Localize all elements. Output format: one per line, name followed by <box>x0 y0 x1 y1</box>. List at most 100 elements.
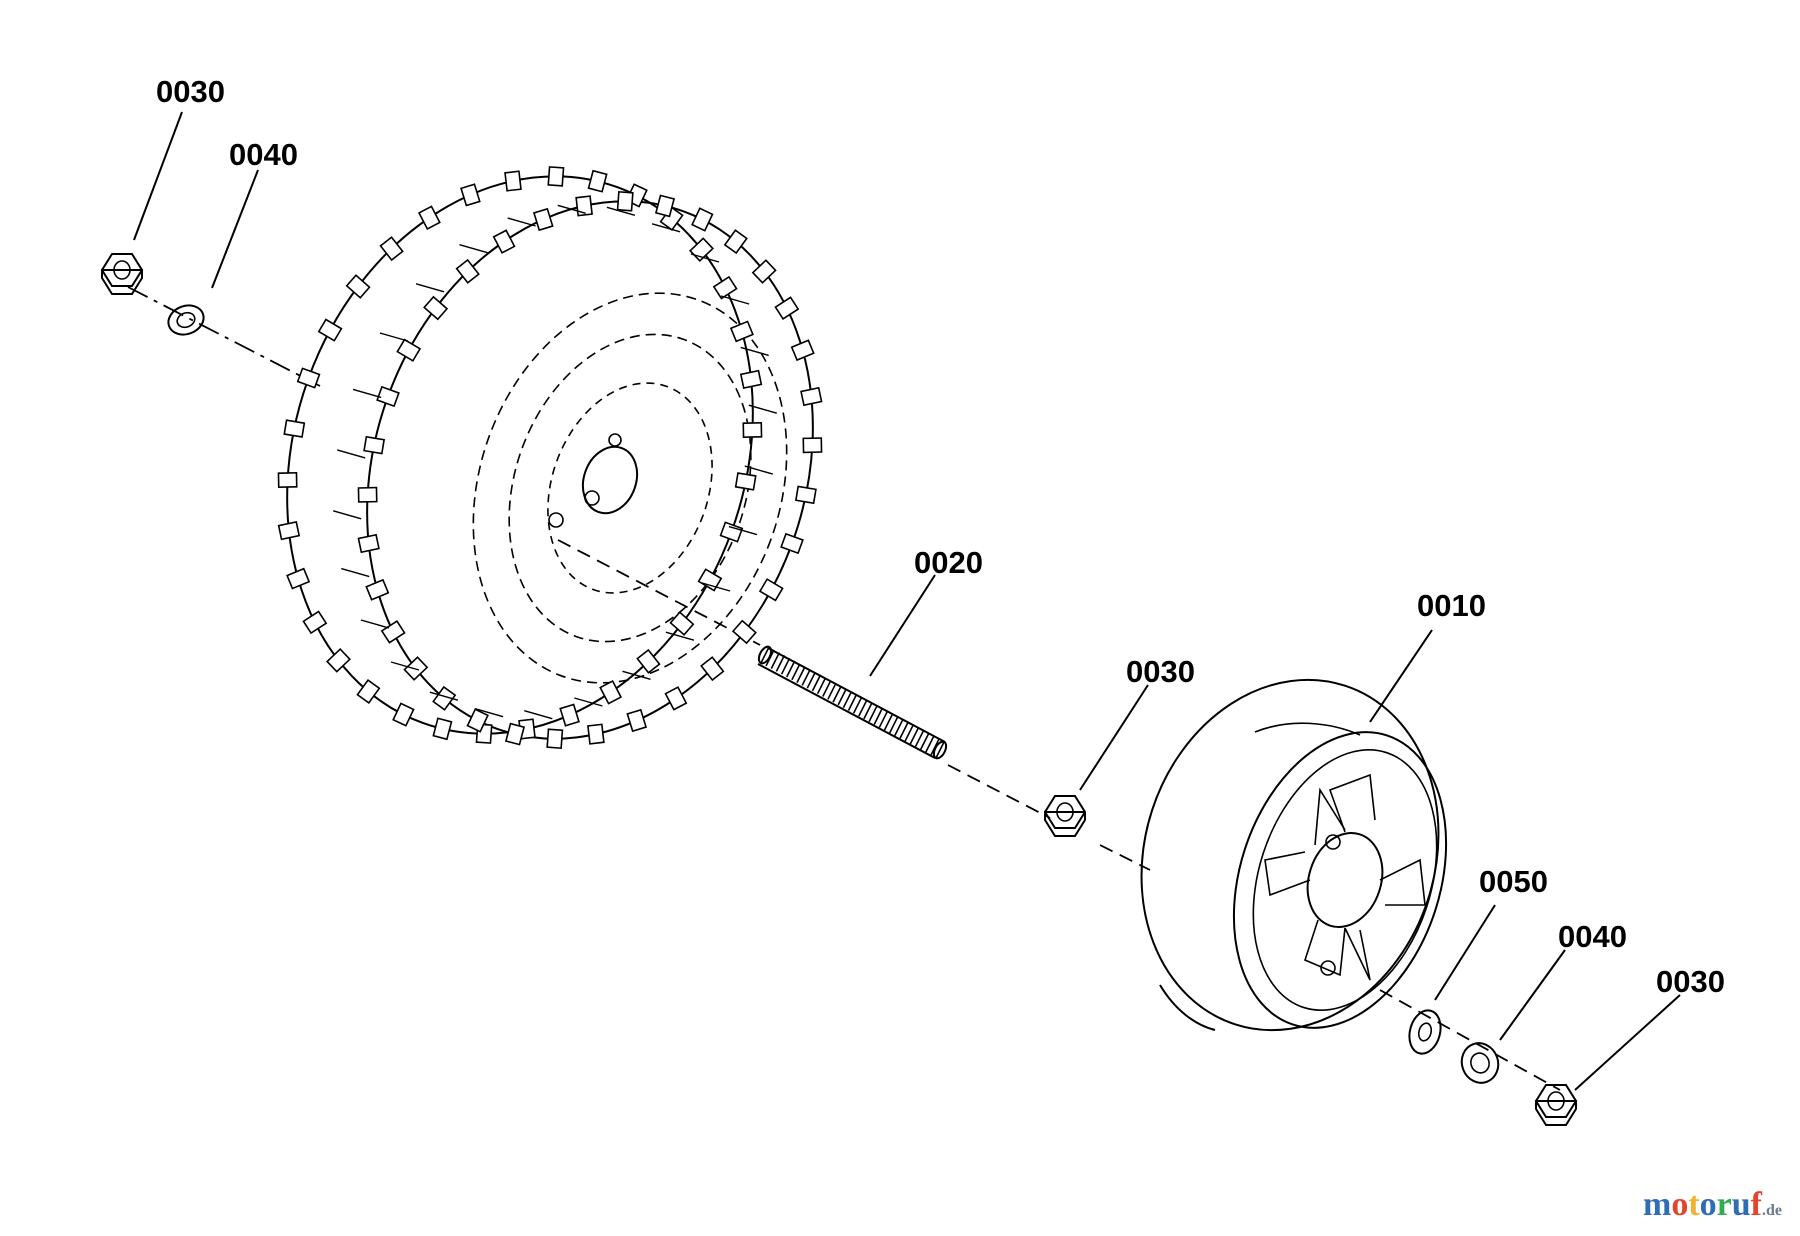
axle-thread <box>801 669 811 686</box>
tread-lug <box>380 620 406 644</box>
tread-lug <box>636 648 661 674</box>
tread-lug <box>286 567 311 590</box>
tread-bar <box>728 525 758 536</box>
axle-thread <box>842 691 853 709</box>
axle-thread <box>796 666 806 683</box>
tread-bar <box>352 388 382 399</box>
tread-lug <box>587 169 608 193</box>
axle-thread <box>847 694 858 711</box>
axle-thread <box>827 682 837 700</box>
tread-lug <box>800 386 823 407</box>
tread-lug <box>363 435 386 455</box>
tread-lug <box>504 722 526 746</box>
tread-lug <box>729 320 754 343</box>
tread-lug <box>616 190 634 212</box>
tread-lug <box>669 611 695 636</box>
flat-washer <box>1408 1009 1442 1055</box>
tread-lug <box>599 680 623 705</box>
tread-lug <box>417 205 441 230</box>
axle-thread <box>863 702 873 720</box>
wheel-hub <box>1140 678 1448 1032</box>
tread-bar <box>748 404 777 414</box>
tread-lug <box>739 369 763 390</box>
tread-lug <box>302 610 328 635</box>
tread-lug <box>357 486 378 503</box>
tread-lug <box>712 275 738 300</box>
tread-bar <box>557 204 586 214</box>
tread-lug <box>379 236 404 262</box>
axle-thread <box>909 727 920 745</box>
axle-thread <box>780 657 791 675</box>
tread-bar <box>415 283 445 293</box>
tread-lug <box>396 338 422 362</box>
axle-thread <box>765 649 775 667</box>
tread-bar <box>740 346 769 357</box>
callout-0030-nut-middle: 0030 <box>1126 654 1195 689</box>
tread-bar <box>341 567 370 578</box>
axle-thread <box>811 674 822 692</box>
axle-thread <box>858 699 868 717</box>
tread-bar <box>390 661 420 671</box>
tread-lug <box>559 703 580 727</box>
tread-bar <box>429 691 459 701</box>
tread-lug <box>356 678 381 705</box>
tread-bar <box>379 332 409 342</box>
threaded-axle <box>757 645 948 760</box>
axle-thread <box>822 680 832 697</box>
tread-lug <box>734 472 757 491</box>
callout-0040-washer-left: 0040 <box>229 137 298 172</box>
tread-bar <box>744 465 773 475</box>
axle-thread <box>894 719 904 736</box>
axle-thread <box>899 722 909 739</box>
tread-lug <box>277 471 298 489</box>
tread-bar <box>333 510 362 520</box>
tread-lug <box>547 166 565 187</box>
axle-thread <box>878 710 889 728</box>
tread-lug <box>691 207 714 232</box>
tread-lug <box>296 367 321 389</box>
callout-0050-flat-washer: 0050 <box>1479 864 1548 899</box>
callout-0040-washer-right: 0040 <box>1558 919 1627 954</box>
axle-thread <box>852 696 863 714</box>
watermark-logo: motoruf.de <box>1643 1186 1782 1223</box>
axle-thread <box>935 741 945 759</box>
tread-bar <box>690 253 720 263</box>
tread-lug <box>423 295 449 321</box>
lock-washer-right <box>1460 1042 1500 1084</box>
tread-bar <box>606 206 636 216</box>
tread-lug <box>575 195 593 217</box>
tread-lug <box>697 568 723 592</box>
axle-thread <box>791 663 801 681</box>
tread-lug <box>719 521 744 543</box>
axle-thread <box>760 646 770 664</box>
tread-lug <box>376 385 400 408</box>
tread-lug <box>723 229 748 255</box>
tire-wheel <box>277 166 823 750</box>
axle-thread <box>904 724 914 742</box>
tread-bar <box>360 619 390 629</box>
lock-washer-left <box>167 304 205 336</box>
leader-lines <box>133 111 1681 1091</box>
tread-lug <box>731 619 757 645</box>
tread-bar <box>665 631 695 641</box>
tread-lug <box>492 229 516 254</box>
callout-0030-nut-left: 0030 <box>156 74 225 109</box>
tread-lug <box>317 318 343 342</box>
tread-bar <box>459 244 488 254</box>
tread-lug <box>774 296 800 320</box>
tread-lug <box>504 170 522 192</box>
tread-lug <box>546 728 564 750</box>
tread-lug <box>758 578 784 602</box>
axle-thread <box>775 655 786 672</box>
tread-lug <box>751 259 777 284</box>
tread-lug <box>277 520 301 541</box>
callout-0030-nut-right: 0030 <box>1656 964 1725 999</box>
axle-thread <box>816 677 827 695</box>
tread-lug <box>780 532 804 555</box>
axle-thread <box>837 688 847 706</box>
tread-lug <box>466 708 489 733</box>
axle-thread <box>924 736 935 753</box>
callout-0020-axle: 0020 <box>914 545 983 580</box>
tread-lug <box>700 656 725 682</box>
axle-thread <box>868 705 878 723</box>
